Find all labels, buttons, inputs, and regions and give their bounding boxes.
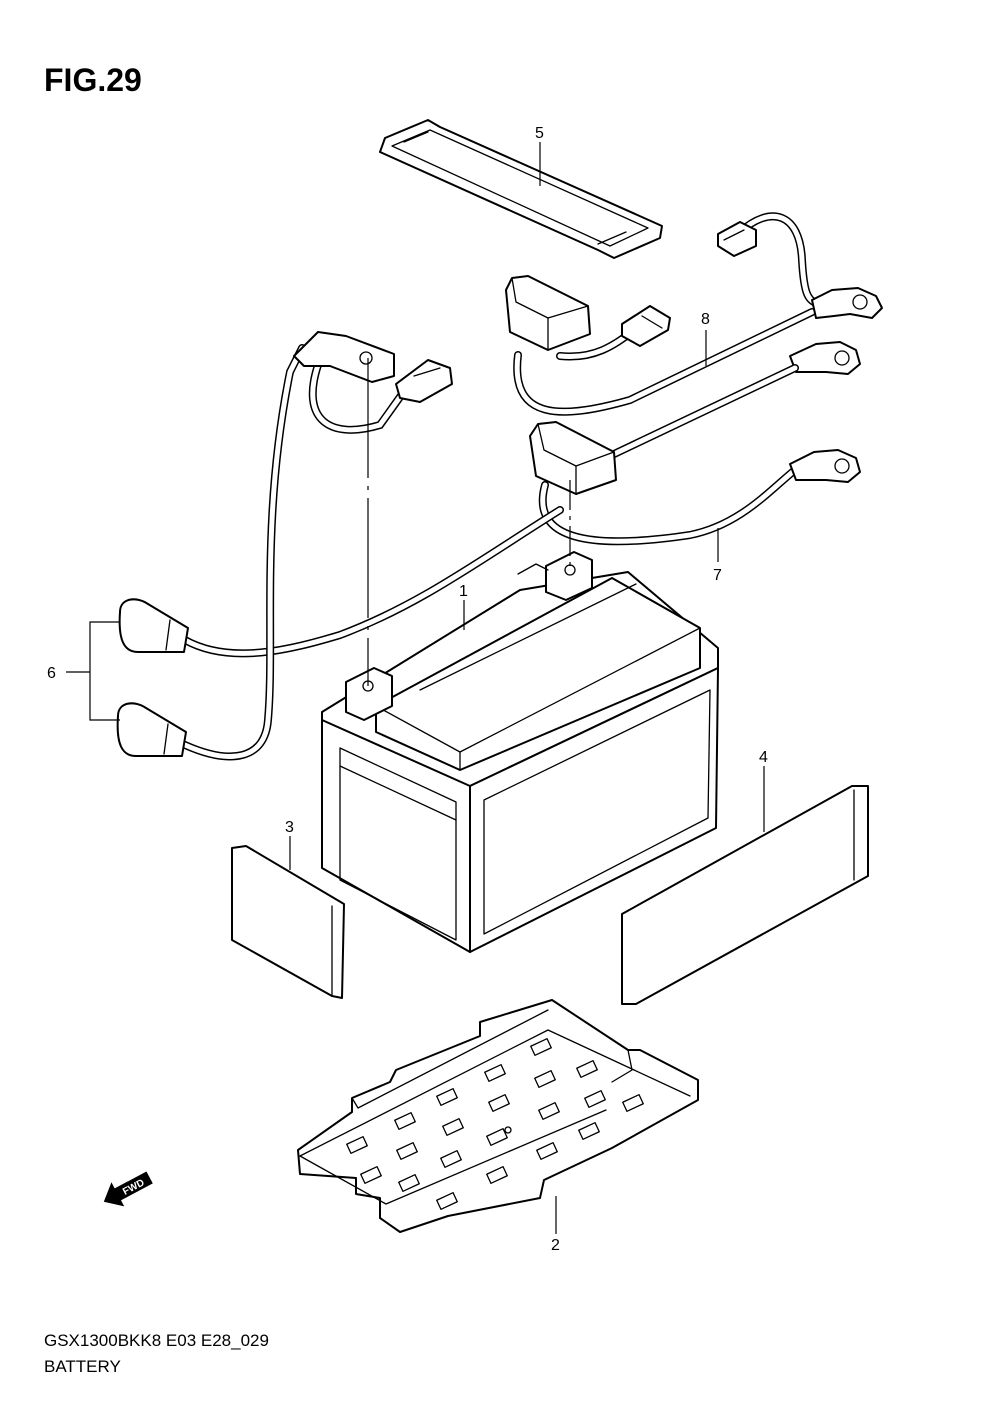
callout-8: 8 xyxy=(701,311,710,328)
long-pad xyxy=(621,785,869,1005)
positive-cable xyxy=(505,212,883,416)
callout-4: 4 xyxy=(759,749,768,766)
forward-arrow-icon: FWD xyxy=(103,1171,153,1207)
terminal-lead xyxy=(529,364,861,546)
callout-3: 3 xyxy=(285,819,294,836)
section-name: BATTERY xyxy=(44,1357,121,1376)
callout-1: 1 xyxy=(459,583,468,600)
leader-lines xyxy=(66,142,765,1234)
figure-title: FIG.29 xyxy=(44,62,142,98)
small-pad xyxy=(231,845,345,999)
model-code: GSX1300BKK8 E03 E28_029 xyxy=(44,1331,269,1350)
callout-6: 6 xyxy=(47,665,56,682)
callout-2: 2 xyxy=(551,1237,560,1254)
callout-7: 7 xyxy=(713,567,722,584)
battery xyxy=(321,551,719,953)
harness-cable xyxy=(116,331,564,761)
battery-strap xyxy=(379,119,663,259)
battery-tray xyxy=(297,999,699,1233)
fwd-label: FWD xyxy=(121,1177,146,1197)
callout-5: 5 xyxy=(535,125,544,142)
